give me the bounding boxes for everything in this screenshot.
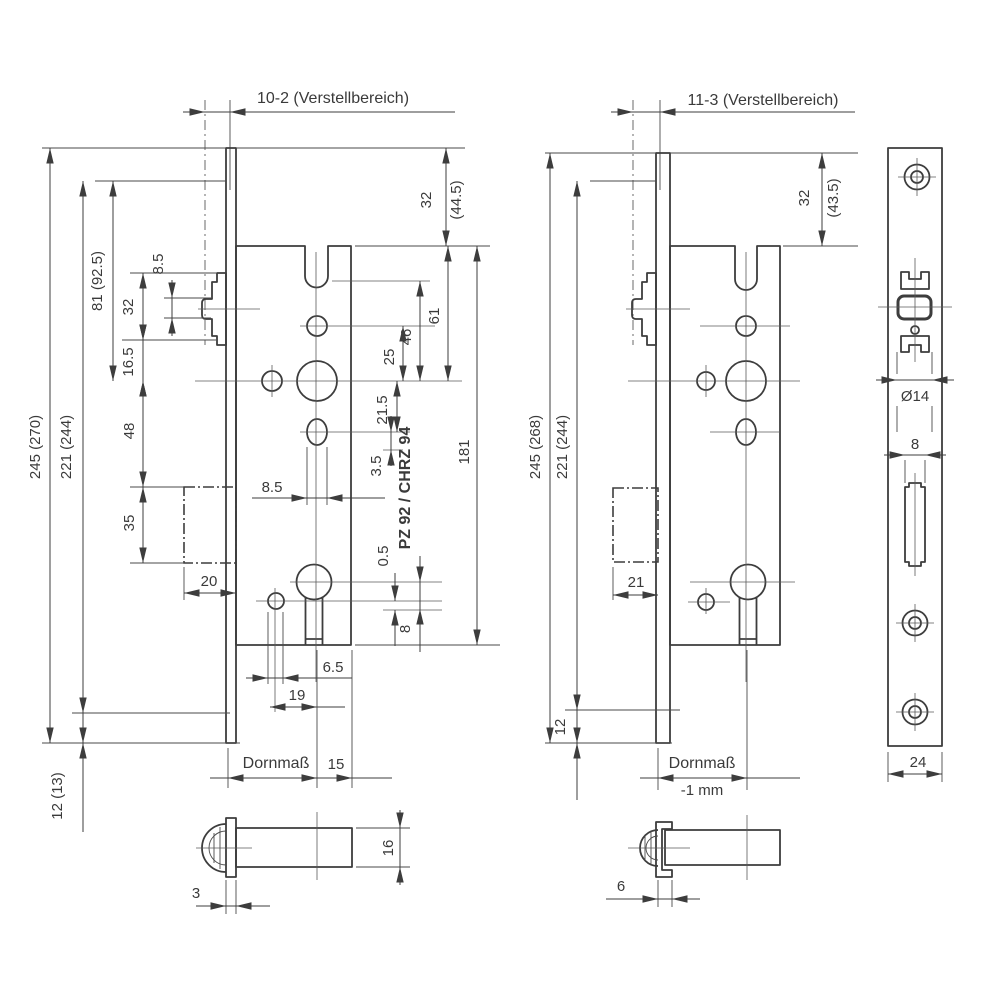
dim-front-left: 15 xyxy=(328,756,345,773)
dim-cyl-to-bottom: 8 xyxy=(397,625,414,633)
cylinder-hole-left xyxy=(295,563,333,645)
dim-plate-top-left-alt: (44.5) xyxy=(448,180,465,219)
label-adjust-right: 11-3 (Verstellbereich) xyxy=(688,92,839,109)
left-lock-view xyxy=(183,147,462,744)
latch-cutout-assembly xyxy=(878,258,952,362)
dim-backset-note: -1 mm xyxy=(681,782,724,799)
latch-bolt-left xyxy=(201,272,227,346)
dim-detail-height: 16 xyxy=(380,840,397,857)
lock-body-left xyxy=(235,245,352,646)
detail-faceplate-left xyxy=(225,817,237,878)
dim-plate-left: 221 (244) xyxy=(58,415,75,479)
latch-cross-section xyxy=(896,294,933,321)
left-latch-detail: 16 3 xyxy=(192,810,410,914)
dim-hub-to-bolt: 48 xyxy=(121,423,138,440)
dim-overall-left: 245 (270) xyxy=(27,415,44,479)
deadbolt-left xyxy=(183,486,237,564)
label-adjust-left: 10-2 (Verstellbereich) xyxy=(257,90,409,107)
dim-nose-height: 8.5 xyxy=(150,254,167,275)
dim-backset-left: Dornmaß xyxy=(243,755,310,772)
detail-latch-body-left xyxy=(235,827,353,868)
centerlines-middle xyxy=(626,252,800,682)
adjust-range-right-dim: 11-3 (Verstellbereich) xyxy=(611,92,855,345)
dim-top-to-hub: 61 xyxy=(426,308,443,325)
faceplate-middle xyxy=(655,152,671,744)
dim-hub-height: 81 (92.5) xyxy=(89,251,106,311)
dim-body-height: 181 xyxy=(456,439,473,464)
faceplate-left xyxy=(225,147,237,744)
dim-bolt-throw-middle: 21 xyxy=(628,574,645,591)
dim-slot-width: 8 xyxy=(911,436,919,453)
dim-overall-middle: 245 (268) xyxy=(527,415,544,479)
dim-pin-pitch: 19 xyxy=(289,687,306,704)
dim-plate-width: 24 xyxy=(910,754,927,771)
detail-faceplate-middle xyxy=(655,821,673,878)
dim-pin-width: 6.5 xyxy=(323,659,344,676)
plate-width-dim: 24 xyxy=(887,752,943,782)
dim-detail-offset-middle: 6 xyxy=(617,878,625,895)
left-view-dims-bottom: 8.5 20 6.5 19 Dornmaß 15 xyxy=(183,447,392,788)
screw-hole-middle xyxy=(896,604,934,642)
cylinder-fixing-slot xyxy=(904,482,926,567)
screw-hole-top xyxy=(898,158,936,196)
dim-latch-diameter: Ø14 xyxy=(901,388,929,405)
dim-latch-to-hub: 16.5 xyxy=(120,347,137,376)
dim-plate-top-middle: 32 xyxy=(796,190,813,207)
dim-notch-to-hub: 46 xyxy=(398,329,415,346)
faceplate-front-view: Ø14 8 24 xyxy=(876,147,954,782)
left-view-dims-left: 245 (270) 221 (244) 12 (13) 81 (92.5) 32… xyxy=(27,147,465,832)
slot-width-dim: 8 xyxy=(884,436,946,483)
dim-bolt-height: 35 xyxy=(121,515,138,532)
dim-plate-top-left: 32 xyxy=(418,192,435,209)
dim-cyl-offset: 0.5 xyxy=(375,546,392,567)
dim-hole-to-hub: 25 xyxy=(381,349,398,366)
dim-plate-top-middle-alt: (43.5) xyxy=(825,178,842,217)
deadbolt-middle xyxy=(612,487,659,563)
dim-plate-middle: 221 (244) xyxy=(554,415,571,479)
adjust-range-left-dim: 10-2 (Verstellbereich) xyxy=(183,90,455,345)
dim-bolt-throw-left: 20 xyxy=(201,573,218,590)
detail-latch-body-middle xyxy=(664,829,781,866)
dim-bottom-offset-left: 12 (13) xyxy=(49,772,66,820)
dim-bottom-offset-middle: 12 xyxy=(552,719,569,736)
dim-hub-to-oval: 21.5 xyxy=(374,395,391,424)
latch-bolt-middle xyxy=(631,272,657,346)
middle-view-dims: 245 (268) 221 (244) 12 32 (43.5) 21 Dorn… xyxy=(527,152,858,800)
dim-backset-middle: Dornmaß xyxy=(669,755,736,772)
screw-hole-bottom xyxy=(896,693,934,731)
middle-latch-detail: 6 xyxy=(606,815,781,907)
cylinder-hole-middle xyxy=(729,563,767,645)
middle-lock-view xyxy=(612,152,800,744)
dim-detail-offset-left: 3 xyxy=(192,885,200,902)
latch-diameter-dim: Ø14 xyxy=(876,352,954,432)
left-view-dims-right: 32 (44.5) 61 46 25 21.5 3.5 0.5 8 181 PZ… xyxy=(355,148,500,652)
dim-latch-height: 32 xyxy=(120,299,137,316)
centerlines-left xyxy=(195,252,462,712)
lock-body-middle xyxy=(669,245,781,646)
dim-oval-offset: 3.5 xyxy=(368,456,385,477)
faceplate-strip xyxy=(887,147,943,747)
label-cylinder-type: PZ 92 / CHRZ 94 xyxy=(397,427,414,550)
dim-oval-width: 8.5 xyxy=(262,479,283,496)
